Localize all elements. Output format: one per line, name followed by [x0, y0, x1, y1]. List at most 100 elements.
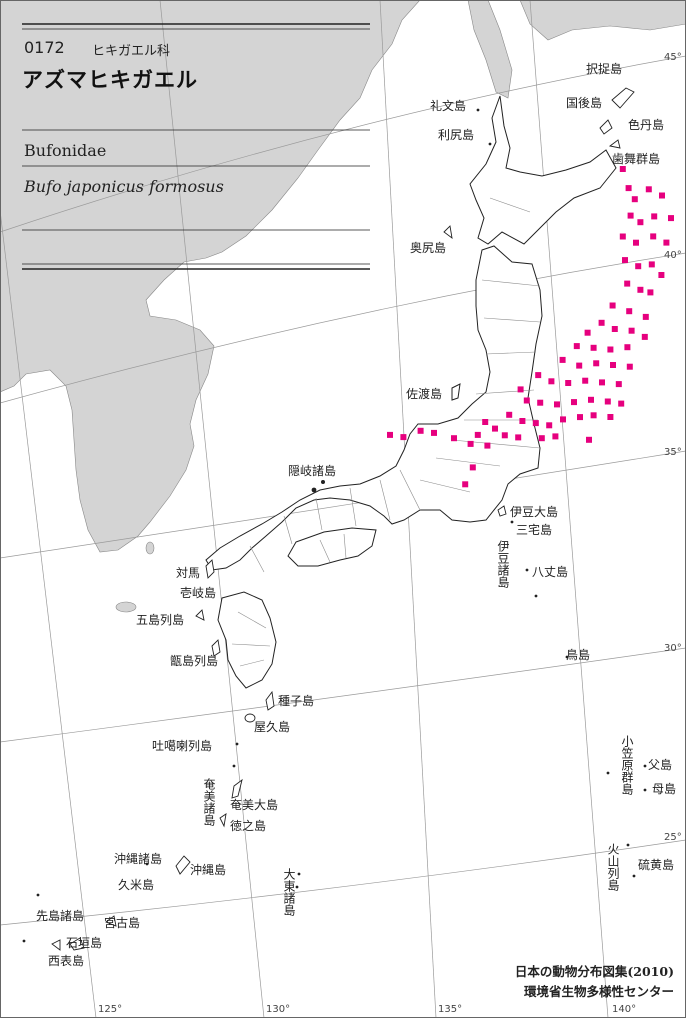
family-name-japanese: ヒキガエル科: [92, 44, 171, 59]
small-islands: [51, 87, 635, 951]
kyushu: [217, 591, 277, 689]
label-shikotan: 色丹島: [628, 118, 665, 132]
distribution-record-62: [515, 434, 522, 441]
label-iwoto: 硫黄島: [638, 858, 675, 872]
label-okinawa-islands: 沖縄諸島: [114, 852, 163, 866]
distribution-record-31: [607, 346, 614, 353]
distribution-record-72: [431, 429, 437, 436]
distribution-record-55: [546, 422, 553, 429]
distribution-record-41: [582, 377, 589, 384]
label-izu-oshima: 伊豆大島: [510, 505, 559, 519]
north-coast: [519, 0, 686, 41]
lat-label-30: 30°: [664, 643, 682, 654]
label-daito: 大東諸島: [282, 868, 296, 916]
label-kazan: 火山列島: [606, 843, 620, 891]
distribution-record-6: [627, 212, 634, 219]
label-hahajima: 母島: [652, 782, 677, 796]
label-okushiri: 奥尻島: [410, 241, 447, 255]
label-ogasawara: 小笠原群島: [620, 735, 634, 795]
distribution-record-24: [598, 319, 605, 326]
distribution-record-34: [576, 362, 583, 369]
distribution-record-17: [658, 272, 665, 278]
distribution-record-54: [532, 420, 539, 427]
distribution-record-25: [584, 329, 591, 336]
lon-label-130: 130°: [266, 1004, 291, 1015]
lat-label-25: 25°: [664, 832, 682, 843]
label-habomai: 歯舞群島: [612, 152, 661, 166]
lon-label-125: 125°: [98, 1004, 123, 1015]
sado-island: [451, 383, 461, 401]
distribution-record-51: [618, 400, 625, 407]
distribution-record-65: [482, 419, 489, 425]
distribution-record-7: [637, 219, 644, 226]
distribution-record-9: [668, 215, 674, 222]
label-miyake: 三宅島: [516, 523, 553, 537]
label-hachijo: 八丈島: [532, 565, 569, 579]
distribution-record-43: [615, 381, 622, 388]
label-torishima: 鳥島: [566, 648, 591, 662]
distribution-record-76: [451, 435, 457, 442]
label-sakishima: 先島諸島: [36, 909, 85, 923]
distribution-record-64: [552, 433, 559, 440]
honshu: [205, 245, 543, 571]
distribution-record-47: [554, 401, 560, 408]
distribution-record-28: [641, 333, 648, 340]
label-etorofu: 択捉島: [586, 62, 623, 76]
distribution-record-30: [590, 344, 597, 351]
label-koshiki: 甑島列島: [170, 654, 219, 668]
distribution-record-66: [474, 431, 481, 438]
label-iki: 壱岐島: [180, 586, 217, 600]
distribution-record-50: [604, 398, 611, 405]
distribution-record-71: [462, 481, 469, 488]
distribution-record-68: [467, 440, 474, 447]
distribution-record-60: [492, 425, 498, 432]
species-name-latin: Bufo japonicus formosus: [24, 177, 224, 196]
distribution-records: [387, 166, 674, 488]
island-dots: [22, 108, 647, 943]
distribution-record-18: [624, 280, 631, 287]
distribution-record-15: [635, 263, 642, 270]
distribution-record-20: [647, 289, 654, 296]
distribution-record-13: [663, 239, 670, 246]
label-ishigaki: 石垣島: [66, 936, 103, 950]
label-amami-islands: 奄美諸島: [202, 778, 216, 826]
distribution-record-44: [517, 386, 524, 393]
species-name-japanese: アズマヒキガエル: [22, 68, 198, 92]
distribution-record-38: [535, 372, 542, 379]
distribution-record-26: [611, 326, 618, 332]
distribution-record-12: [650, 233, 657, 240]
label-kunashiri: 国後島: [566, 96, 603, 110]
distribution-record-23: [642, 313, 649, 320]
distribution-record-63: [538, 435, 545, 442]
header-rules: [22, 23, 370, 270]
label-iriomote: 西表島: [48, 954, 85, 968]
lat-label-40: 40°: [664, 250, 682, 261]
distribution-record-27: [628, 327, 635, 334]
distribution-record-67: [484, 442, 491, 449]
distribution-record-48: [571, 399, 577, 406]
family-name-latin: Bufonidae: [24, 141, 107, 160]
distribution-record-3: [631, 196, 638, 203]
sakhalin: [467, 0, 513, 99]
distribution-record-74: [400, 434, 407, 441]
label-tokara: 吐噶喇列島: [152, 739, 213, 753]
distribution-record-35: [593, 360, 600, 367]
distribution-record-14: [622, 257, 628, 264]
label-izu-islands: 伊豆諸島: [496, 540, 510, 588]
label-okinawa: 沖縄島: [190, 863, 227, 877]
distribution-record-59: [607, 414, 614, 420]
distribution-record-11: [633, 239, 639, 246]
distribution-record-56: [560, 416, 566, 423]
hokkaido: [469, 95, 617, 245]
distribution-record-4: [645, 186, 652, 193]
distribution-record-5: [659, 192, 665, 199]
distribution-record-32: [624, 344, 631, 351]
species-code: 0172: [24, 38, 65, 57]
label-oki: 隠岐諸島: [288, 464, 337, 478]
lat-label-35: 35°: [664, 447, 682, 458]
prefecture-borders: [231, 197, 541, 667]
distribution-record-52: [506, 411, 513, 418]
distribution-record-39: [548, 378, 555, 385]
